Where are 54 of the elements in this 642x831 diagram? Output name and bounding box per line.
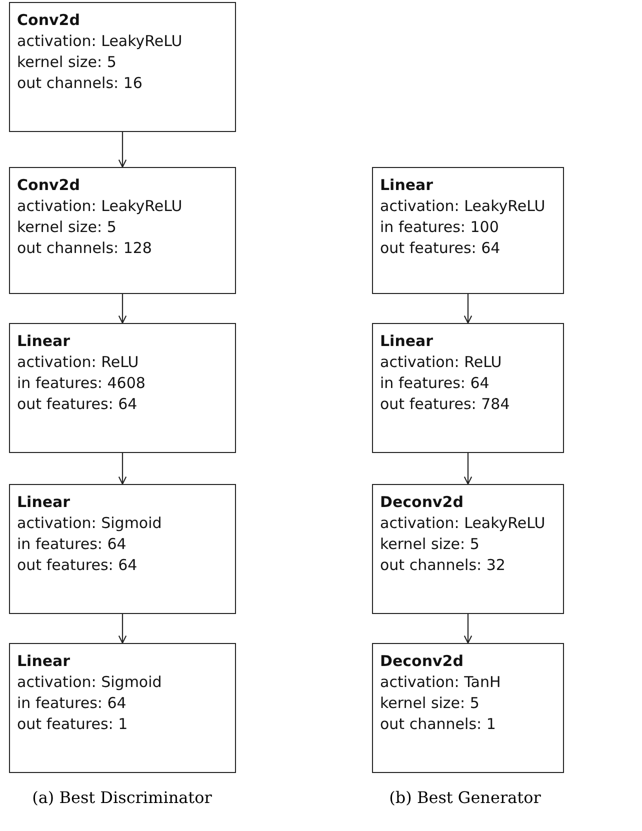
layer-parameter: activation: ReLU	[380, 352, 503, 373]
layer-parameter: kernel size: 5	[17, 217, 118, 238]
layer-parameter: kernel size: 5	[380, 693, 480, 714]
layer-box	[9, 167, 236, 294]
layer-parameter: activation: TanH	[380, 672, 502, 693]
layer-parameter: out features: 64	[17, 394, 138, 415]
layer-box	[9, 2, 236, 132]
layer-parameter: activation: ReLU	[17, 352, 140, 373]
layer-parameter: activation: LeakyReLU	[380, 513, 546, 534]
arrow	[118, 132, 127, 168]
layer-parameter: out features: 64	[17, 555, 138, 576]
layer-name: Linear	[17, 651, 72, 672]
layer-parameter: activation: Sigmoid	[17, 513, 163, 534]
layer-name: Conv2d	[17, 10, 81, 31]
subfigure-caption: (a) Best Discriminator	[32, 788, 212, 807]
layer-parameter: in features: 64	[380, 373, 490, 394]
layer-parameter: kernel size: 5	[17, 52, 118, 73]
layer-name: Deconv2d	[380, 651, 464, 672]
layer-name: Linear	[380, 331, 434, 352]
layer-parameter: out channels: 16	[17, 73, 144, 94]
arrow	[118, 453, 127, 485]
layer-parameter: out features: 64	[380, 238, 502, 259]
layer-name: Linear	[17, 331, 72, 352]
layer-parameter: in features: 64	[17, 534, 128, 555]
layer-parameter: out channels: 128	[17, 238, 153, 259]
arrow	[464, 453, 472, 485]
layer-name: Linear	[17, 492, 72, 513]
arrow	[464, 294, 472, 324]
layer-parameter: in features: 4608	[17, 373, 146, 394]
layer-box	[372, 323, 564, 453]
arrow	[118, 294, 127, 324]
layer-parameter: out features: 784	[380, 394, 511, 415]
arrow	[118, 614, 127, 644]
layer-parameter: activation: Sigmoid	[17, 672, 163, 693]
layer-parameter: out channels: 32	[380, 555, 506, 576]
layer-name: Deconv2d	[380, 492, 464, 513]
layer-box	[372, 643, 564, 773]
layer-box	[9, 484, 236, 614]
layer-parameter: activation: LeakyReLU	[380, 196, 546, 217]
layer-parameter: out features: 1	[17, 714, 129, 735]
layer-box	[9, 323, 236, 453]
layer-box	[9, 643, 236, 773]
layer-parameter: activation: LeakyReLU	[17, 31, 184, 52]
layer-parameter: in features: 64	[17, 693, 128, 714]
subfigure-caption: (b) Best Generator	[389, 788, 541, 807]
layer-parameter: activation: LeakyReLU	[17, 196, 184, 217]
layer-parameter: in features: 100	[380, 217, 500, 238]
layer-parameter: out channels: 1	[380, 714, 497, 735]
layer-box	[372, 484, 564, 614]
arrow	[464, 614, 472, 644]
layer-name: Conv2d	[17, 175, 81, 196]
layer-box	[372, 167, 564, 294]
layer-name: Linear	[380, 175, 434, 196]
layer-parameter: kernel size: 5	[380, 534, 480, 555]
